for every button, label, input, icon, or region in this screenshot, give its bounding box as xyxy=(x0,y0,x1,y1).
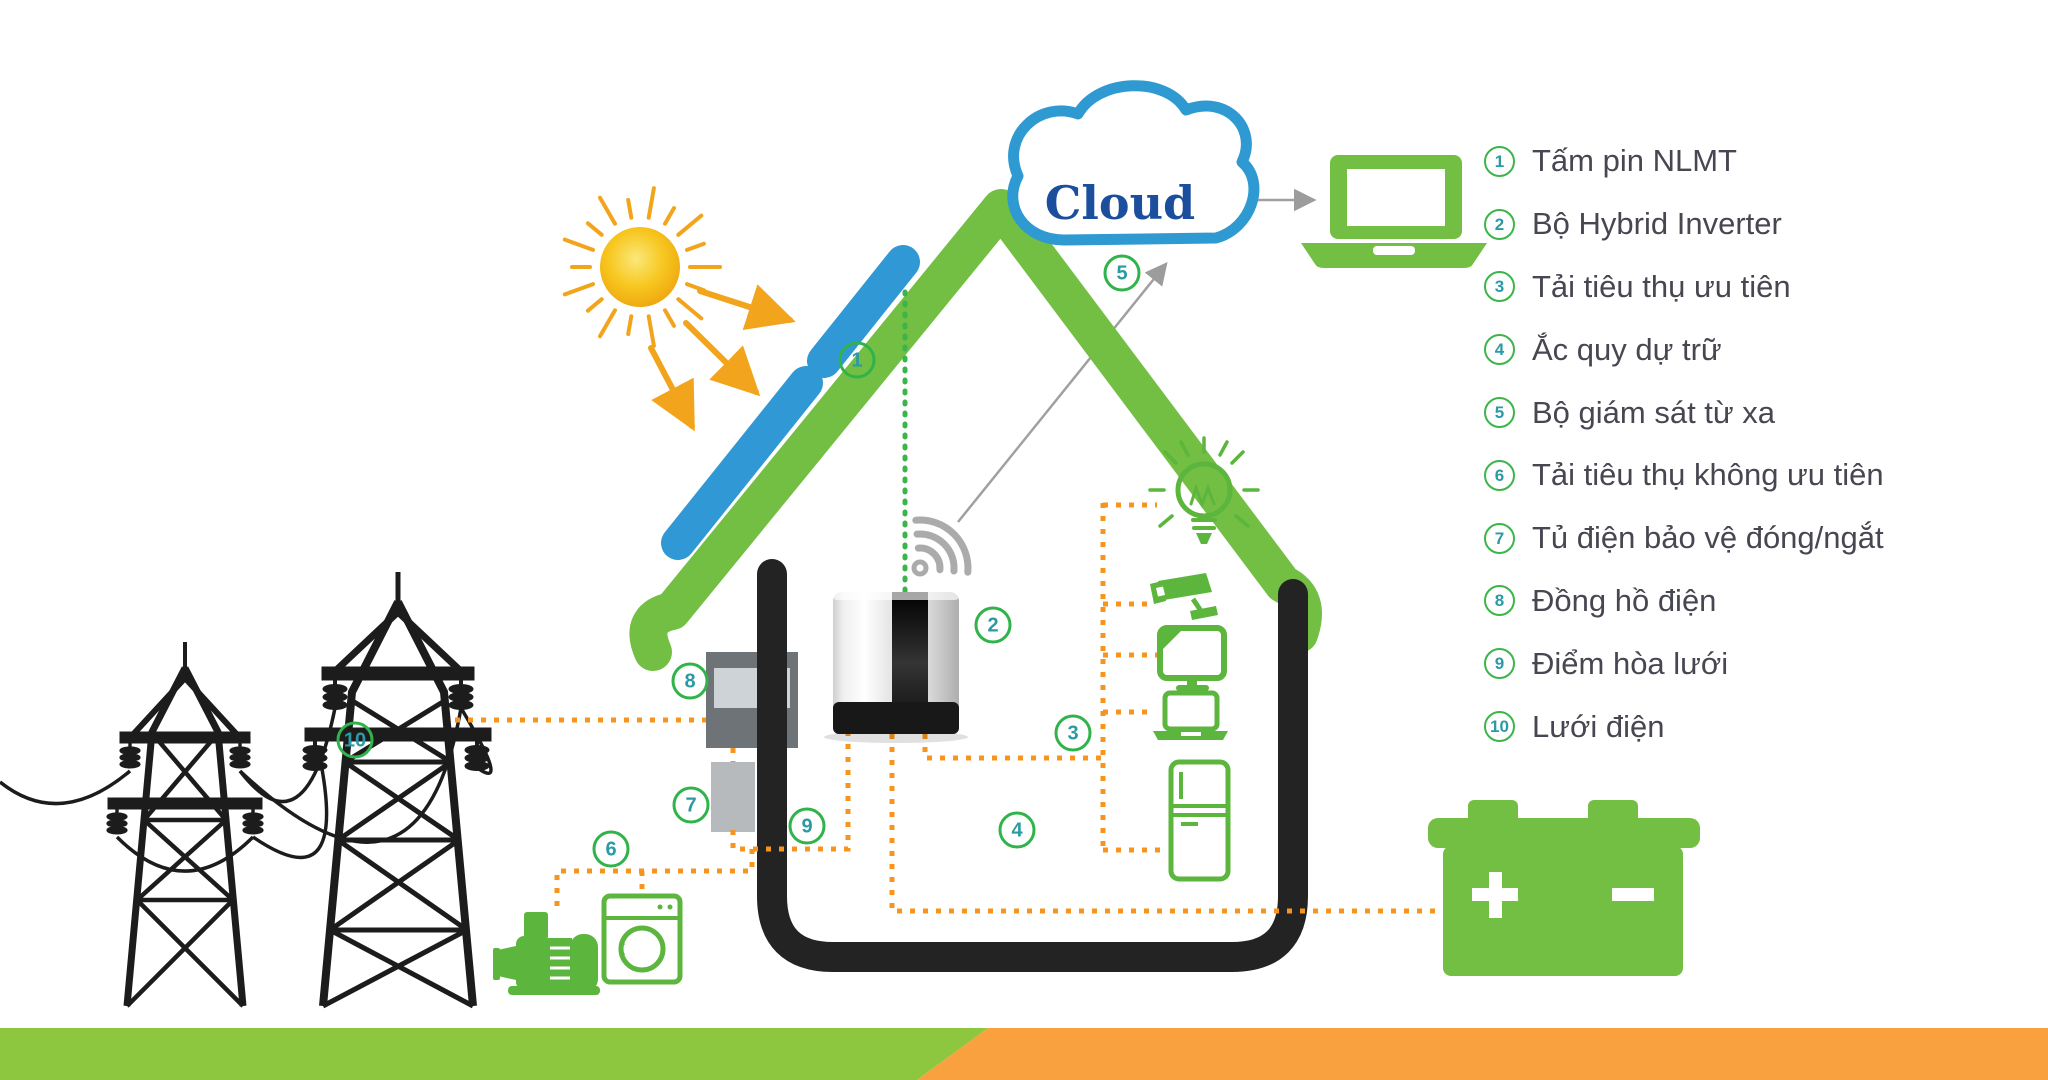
bottom-stripe-orange xyxy=(917,1028,2048,1080)
marker-2-number: 2 xyxy=(987,614,999,636)
legend-number-9: 9 xyxy=(1484,648,1515,680)
legend-item-10: 10 Lưới điện xyxy=(1484,695,1884,758)
legend-label-3: Tải tiêu thụ ưu tiên xyxy=(1532,268,1791,304)
marker-3-priority-loads: 3 xyxy=(1054,714,1092,752)
sun-ray-arrows xyxy=(648,284,796,432)
cloud-icon: Cloud xyxy=(1007,80,1260,246)
legend-number-3: 3 xyxy=(1484,271,1515,303)
power-lines xyxy=(0,707,493,873)
priority-load-line xyxy=(922,502,1165,853)
legend-label-4: Ắc quy dự trữ xyxy=(1532,331,1722,367)
legend-label-2: Bộ Hybrid Inverter xyxy=(1532,206,1782,242)
legend-item-4: 4 Ắc quy dự trữ xyxy=(1484,318,1884,381)
breaker-box xyxy=(711,762,755,832)
legend-number-10: 10 xyxy=(1484,711,1515,743)
hybrid-inverter xyxy=(824,592,968,743)
marker-3-number: 3 xyxy=(1067,722,1079,744)
wifi-icon xyxy=(911,516,972,577)
battery-line xyxy=(889,734,1441,914)
washing-machine-icon xyxy=(601,893,683,985)
legend-item-7: 7 Tủ điện bảo vệ đóng/ngắt xyxy=(1484,507,1884,570)
legend-label-10: Lưới điện xyxy=(1532,708,1665,744)
legend-number-7: 7 xyxy=(1484,522,1515,554)
legend-item-2: 2 Bộ Hybrid Inverter xyxy=(1484,193,1884,256)
bulb-icon xyxy=(1148,436,1260,544)
monitoring-links xyxy=(957,188,1317,523)
tv-icon xyxy=(1157,625,1227,691)
marker-9-grid-tie: 9 xyxy=(788,807,826,845)
marker-8-number: 8 xyxy=(684,670,696,692)
solar-panel xyxy=(661,245,920,560)
marker-6-non-priority-loads: 6 xyxy=(592,830,630,868)
legend-label-1: Tấm pin NLMT xyxy=(1532,143,1737,179)
marker-1-number: 1 xyxy=(851,349,863,371)
legend-number-4: 4 xyxy=(1484,334,1515,366)
legend-item-5: 5 Bộ giám sát từ xa xyxy=(1484,381,1884,444)
marker-4-number: 4 xyxy=(1011,819,1023,841)
cloud-label: Cloud xyxy=(1045,176,1195,230)
non-priority-load-line xyxy=(554,849,755,911)
marker-10-grid: 10 xyxy=(336,721,374,759)
water-pump-icon xyxy=(493,912,600,995)
legend-number-1: 1 xyxy=(1484,145,1515,177)
battery-terminals xyxy=(1472,872,1654,918)
marker-5-monitoring: 5 xyxy=(1103,254,1141,292)
marker-6-number: 6 xyxy=(605,838,617,860)
legend-item-8: 8 Đồng hồ điện xyxy=(1484,570,1884,633)
house-walls xyxy=(757,559,1308,972)
legend-label-9: Điểm hòa lưới xyxy=(1532,645,1729,681)
power-tower-icon xyxy=(0,572,493,1009)
marker-9-number: 9 xyxy=(801,815,813,837)
marker-8-meter: 8 xyxy=(671,662,709,700)
bottom-stripe xyxy=(0,1028,2048,1080)
legend-item-6: 6 Tải tiêu thụ không ưu tiên xyxy=(1484,444,1884,507)
marker-10-number: 10 xyxy=(343,729,367,751)
marker-5-number: 5 xyxy=(1116,262,1128,284)
legend-number-2: 2 xyxy=(1484,208,1515,240)
legend-number-8: 8 xyxy=(1484,585,1515,617)
laptop-load-icon xyxy=(1153,690,1228,740)
legend-label-5: Bộ giám sát từ xa xyxy=(1532,394,1776,430)
bottom-stripe-green xyxy=(0,1028,988,1080)
legend-item-3: 3 Tải tiêu thụ ưu tiên xyxy=(1484,256,1884,319)
legend-label-6: Tải tiêu thụ không ưu tiên xyxy=(1532,457,1884,493)
legend-item-1: 1 Tấm pin NLMT xyxy=(1484,130,1884,193)
marker-2-inverter: 2 xyxy=(974,606,1012,644)
fridge-icon xyxy=(1168,759,1231,882)
sun-icon xyxy=(562,186,796,432)
legend-number-5: 5 xyxy=(1484,397,1515,429)
marker-4-battery: 4 xyxy=(998,811,1036,849)
battery-icon xyxy=(1428,800,1700,976)
marker-7-protection-box: 7 xyxy=(672,786,710,824)
wifi-to-cloud-line xyxy=(957,262,1168,523)
marker-7-number: 7 xyxy=(685,794,697,816)
legend-label-7: Tủ điện bảo vệ đóng/ngắt xyxy=(1532,520,1884,556)
legend-item-9: 9 Điểm hòa lưới xyxy=(1484,632,1884,695)
legend-number-6: 6 xyxy=(1484,459,1515,491)
laptop-icon xyxy=(1301,155,1487,268)
legend-label-8: Đồng hồ điện xyxy=(1532,582,1717,618)
ac-wiring xyxy=(455,502,1441,914)
cctv-camera-icon xyxy=(1150,573,1218,620)
marker-1-solar-panel: 1 xyxy=(838,341,876,379)
